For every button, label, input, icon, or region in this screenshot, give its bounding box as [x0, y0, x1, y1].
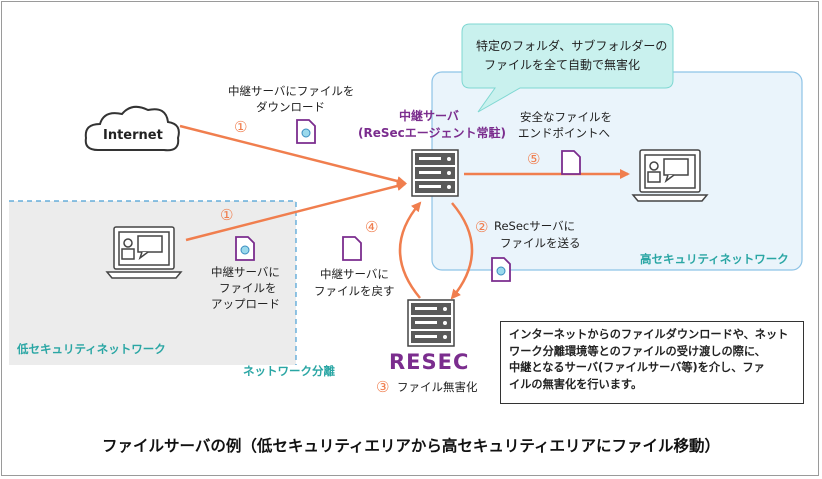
step5-number: ⑤: [527, 150, 541, 168]
step3-label: ファイル無害化: [397, 380, 478, 394]
arrow-low-to-relay: [185, 181, 407, 242]
internet-cloud-icon: [84, 105, 180, 152]
laptop-high-icon: [631, 149, 709, 202]
callout-bubble: [461, 23, 674, 113]
step5-line1: 安全なファイルを: [520, 110, 612, 124]
file-icon-upload: [235, 236, 255, 261]
step1-top-line2: ダウンロード: [256, 100, 325, 114]
step2-number: ②: [475, 218, 489, 236]
description-note: インターネットからのファイルダウンロードや、ネットワーク分離環境等とのファイルの…: [500, 321, 804, 404]
arrow-resec-to-relay: [398, 201, 422, 299]
file-icon-safe: [561, 150, 581, 175]
step4-line1: 中継サーバに: [320, 267, 389, 281]
figure-caption: ファイルサーバの例（低セキュリティエリアから高セキュリティエリアにファイル移動）: [102, 437, 720, 455]
callout-line1: 特定のフォルダ、サブフォルダーの: [476, 39, 668, 53]
step1-left-line2: ファイルを: [219, 281, 277, 295]
low-zone-label: 低セキュリティネットワーク: [17, 342, 166, 356]
resec-server-icon: [407, 299, 455, 347]
callout-line2: ファイルを全て自動で無害化: [484, 58, 641, 72]
step4-line2: ファイルを戻す: [314, 284, 395, 298]
step1-left-line1: 中継サーバに: [211, 265, 280, 279]
step1-top-number: ①: [234, 118, 248, 136]
step1-left-line3: アップロード: [211, 297, 280, 311]
relay-server-icon: [411, 149, 459, 197]
step5-line2: エンドポイントへ: [518, 126, 610, 140]
laptop-low-icon: [105, 226, 183, 279]
step2-line1: ReSecサーバに: [494, 219, 576, 233]
step1-top-line1: 中継サーバにファイルを: [228, 84, 355, 98]
high-zone-label: 高セキュリティネットワーク: [640, 252, 789, 266]
file-icon-download: [296, 119, 316, 144]
file-icon-returned: [342, 236, 362, 261]
note-line2: ワーク分離環境等とのファイルの受け渡しの際に、: [509, 344, 766, 358]
step3-number: ③: [376, 378, 390, 396]
separation-label: ネットワーク分離: [243, 364, 335, 378]
resec-logo: RESEC: [389, 350, 470, 374]
step4-number: ④: [365, 218, 379, 236]
note-line3: 中継となるサーバ(ファイルサーバ等)を介し、ファ: [509, 361, 765, 374]
network-separation-line: [9, 200, 297, 365]
arrow-internet-to-relay: [179, 124, 407, 186]
note-line1: インターネットからのファイルダウンロードや、ネット: [509, 328, 789, 341]
relay-server-subtitle: (ReSecエージェント常駐): [358, 126, 507, 140]
step2-line2: ファイルを送る: [500, 236, 581, 250]
step1-left-number: ①: [220, 206, 234, 224]
note-line4: イルの無害化を行います。: [509, 377, 643, 391]
file-icon-to-resec: [491, 257, 511, 282]
internet-label: Internet: [103, 128, 163, 143]
relay-server-title: 中継サーバ: [399, 109, 459, 123]
arrow-relay-to-resec: [450, 202, 474, 300]
